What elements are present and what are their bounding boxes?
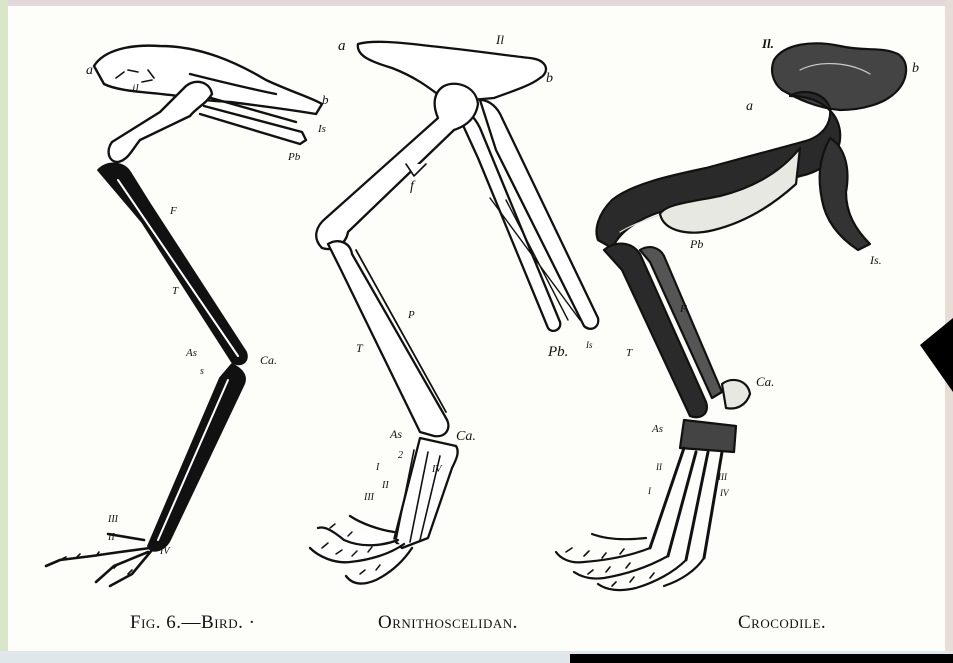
ornitho-label-i: I <box>375 462 380 473</box>
caption-ornithoscelidan: Ornithoscelidan. <box>378 612 518 634</box>
ornitho-label-as: As <box>389 427 402 441</box>
croc-label-t: T <box>626 347 633 359</box>
croc-calcaneum <box>722 380 750 409</box>
caption-bird: Fig. 6.—Bird. · <box>130 612 255 634</box>
bird-tibia <box>98 163 247 364</box>
bird-label-b: b <box>322 92 329 107</box>
ornitho-label-t: T <box>356 341 364 355</box>
bottom-black-band <box>570 654 953 663</box>
right-black-notch <box>920 318 953 392</box>
bird-label-pb: Pb <box>287 151 301 163</box>
bird-pelvis <box>94 46 322 114</box>
ornitho-label-ii: II <box>381 480 389 491</box>
ornitho-label-a: a <box>338 38 346 54</box>
croc-label-i: I <box>647 486 652 496</box>
croc-label-ca: Ca. <box>756 374 774 389</box>
bird-label-s: s <box>200 366 204 377</box>
bird-label-iv: IV <box>159 546 171 557</box>
bird-label-f: F <box>169 205 177 217</box>
ornitho-label-iii: III <box>363 492 375 503</box>
ornitho-tibia <box>328 241 448 436</box>
croc-label-a: a <box>746 99 753 114</box>
ornitho-label-pb: Pb. <box>547 344 568 360</box>
ornitho-femur <box>316 84 478 249</box>
ornitho-label-f: f <box>410 179 416 194</box>
ornitho-label-il: Il <box>495 32 504 47</box>
bird-label-t: T <box>172 285 179 297</box>
bird-label-ii: II <box>107 532 115 543</box>
ornitho-label-p: P <box>407 309 415 321</box>
bird-label-il: il <box>132 81 139 95</box>
bird-label-is: Is <box>317 123 326 135</box>
croc-label-iii: III <box>717 472 728 482</box>
left-border <box>0 0 8 663</box>
bird-label-iii: III <box>107 514 119 525</box>
bird-toes <box>46 534 152 586</box>
croc-label-iv: IV <box>719 488 730 498</box>
croc-label-as: As <box>651 423 663 435</box>
ornitho-label-s: 2 <box>398 450 403 461</box>
croc-label-is: Is. <box>869 253 882 267</box>
croc-tarsus <box>680 420 736 452</box>
bird-tarsometatarsus <box>148 364 245 551</box>
bird-label-a: a <box>86 63 93 78</box>
croc-label-f: F <box>679 303 687 315</box>
croc-label-b: b <box>912 61 919 76</box>
ornithoscelidan-skeleton <box>310 42 598 584</box>
croc-label-pb: Pb <box>689 237 703 251</box>
bird-label-ca: Ca. <box>260 353 277 367</box>
croc-ilium <box>772 43 906 110</box>
bird-skeleton <box>46 46 322 586</box>
ornitho-label-is: Is <box>585 340 593 350</box>
ornitho-label-b: b <box>546 71 553 86</box>
croc-ischium <box>820 138 870 250</box>
top-border <box>0 0 953 6</box>
crocodile-skeleton <box>556 43 906 590</box>
ornitho-metatarsus <box>394 438 458 548</box>
bird-label-as: As <box>185 347 197 359</box>
croc-label-ii: II <box>655 462 663 472</box>
ornitho-label-ca: Ca. <box>456 429 476 444</box>
croc-label-il: Il. <box>761 36 774 51</box>
caption-crocodile: Crocodile. <box>738 612 826 634</box>
